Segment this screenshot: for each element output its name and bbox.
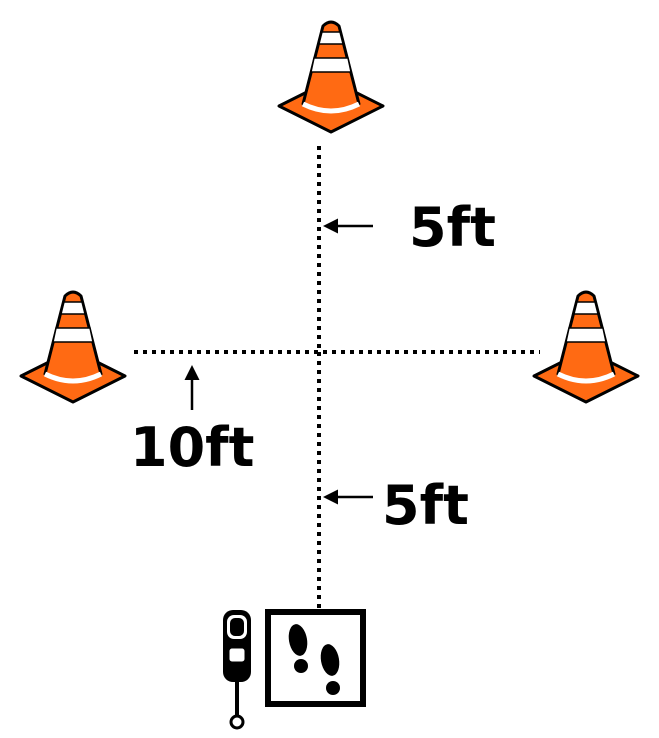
label-lower-distance: 5ft — [382, 474, 469, 537]
traffic-cone-icon — [534, 292, 638, 402]
traffic-cone-icon — [21, 292, 125, 402]
label-horizontal-distance: 10ft — [130, 416, 254, 479]
timing-device-icon — [223, 610, 251, 730]
label-upper-distance: 5ft — [409, 196, 496, 259]
footprints-icon — [265, 609, 366, 707]
traffic-cone-icon — [279, 22, 383, 132]
